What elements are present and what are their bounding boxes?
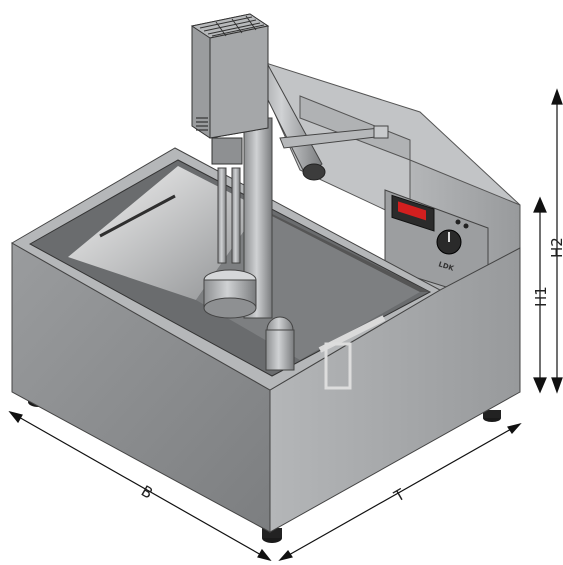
overflow-bracket	[324, 342, 352, 390]
depth-dimension-line	[279, 423, 521, 561]
level-rod	[99, 194, 386, 390]
control-panel: LDK	[384, 189, 489, 301]
width-dimension-line	[9, 411, 271, 561]
motor-unit	[190, 13, 270, 165]
dimension-lines	[8, 88, 563, 562]
tank-body	[10, 147, 521, 533]
width-label: B	[138, 482, 156, 503]
height1-label: H1	[532, 286, 550, 307]
vent-grille-icon	[199, 15, 265, 37]
height2-label: H2	[548, 237, 563, 258]
